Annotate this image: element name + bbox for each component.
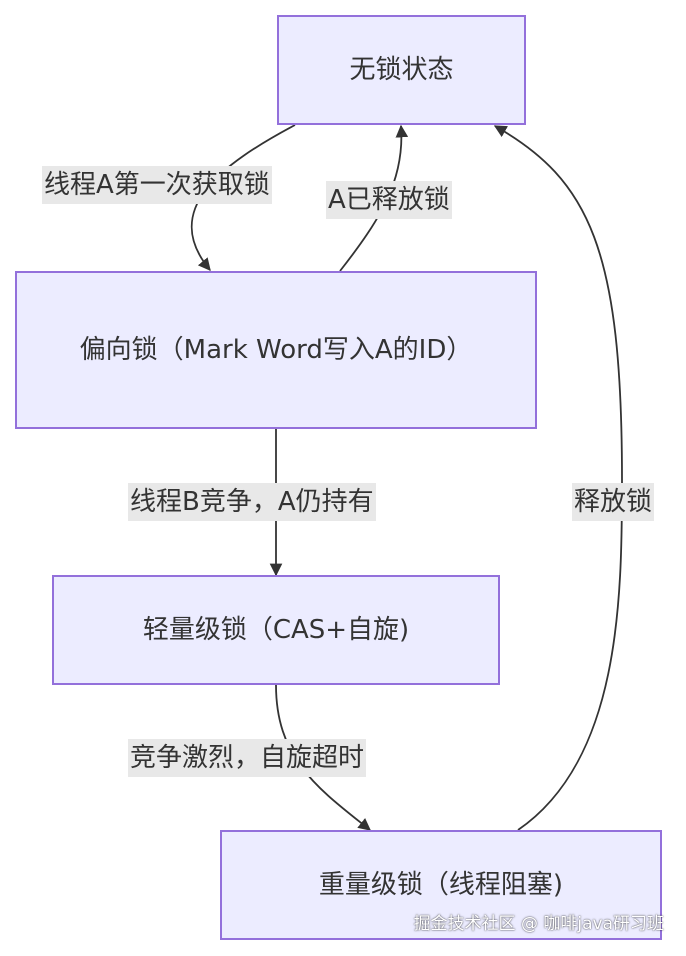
node-heavyweight-label: 重量级锁（线程阻塞) [318, 870, 564, 900]
node-lightweight: 轻量级锁（CAS+自旋) [52, 575, 500, 685]
edge-label-a-released: A已释放锁 [326, 181, 452, 219]
node-unlocked: 无锁状态 [277, 15, 526, 125]
edge-heavyweight-to-unlocked [493, 125, 623, 831]
edge-label-fierce-contention: 竞争激烈，自旋超时 [128, 739, 367, 777]
node-unlocked-label: 无锁状态 [349, 55, 454, 85]
node-biased-label: 偏向锁（Mark Word写入A的ID） [79, 335, 473, 365]
edge-label-thread-b-contend: 线程B竞争，A仍持有 [128, 483, 376, 521]
edge-label-thread-a-first-acquire: 线程A第一次获取锁 [42, 166, 272, 204]
edge-label-release-lock: 释放锁 [572, 483, 655, 521]
node-biased: 偏向锁（Mark Word写入A的ID） [15, 271, 537, 429]
node-lightweight-label: 轻量级锁（CAS+自旋) [142, 615, 410, 645]
node-heavyweight: 重量级锁（线程阻塞) [220, 830, 662, 940]
watermark: 掘金技术社区 @ 咖啡java研习班 [413, 914, 664, 934]
